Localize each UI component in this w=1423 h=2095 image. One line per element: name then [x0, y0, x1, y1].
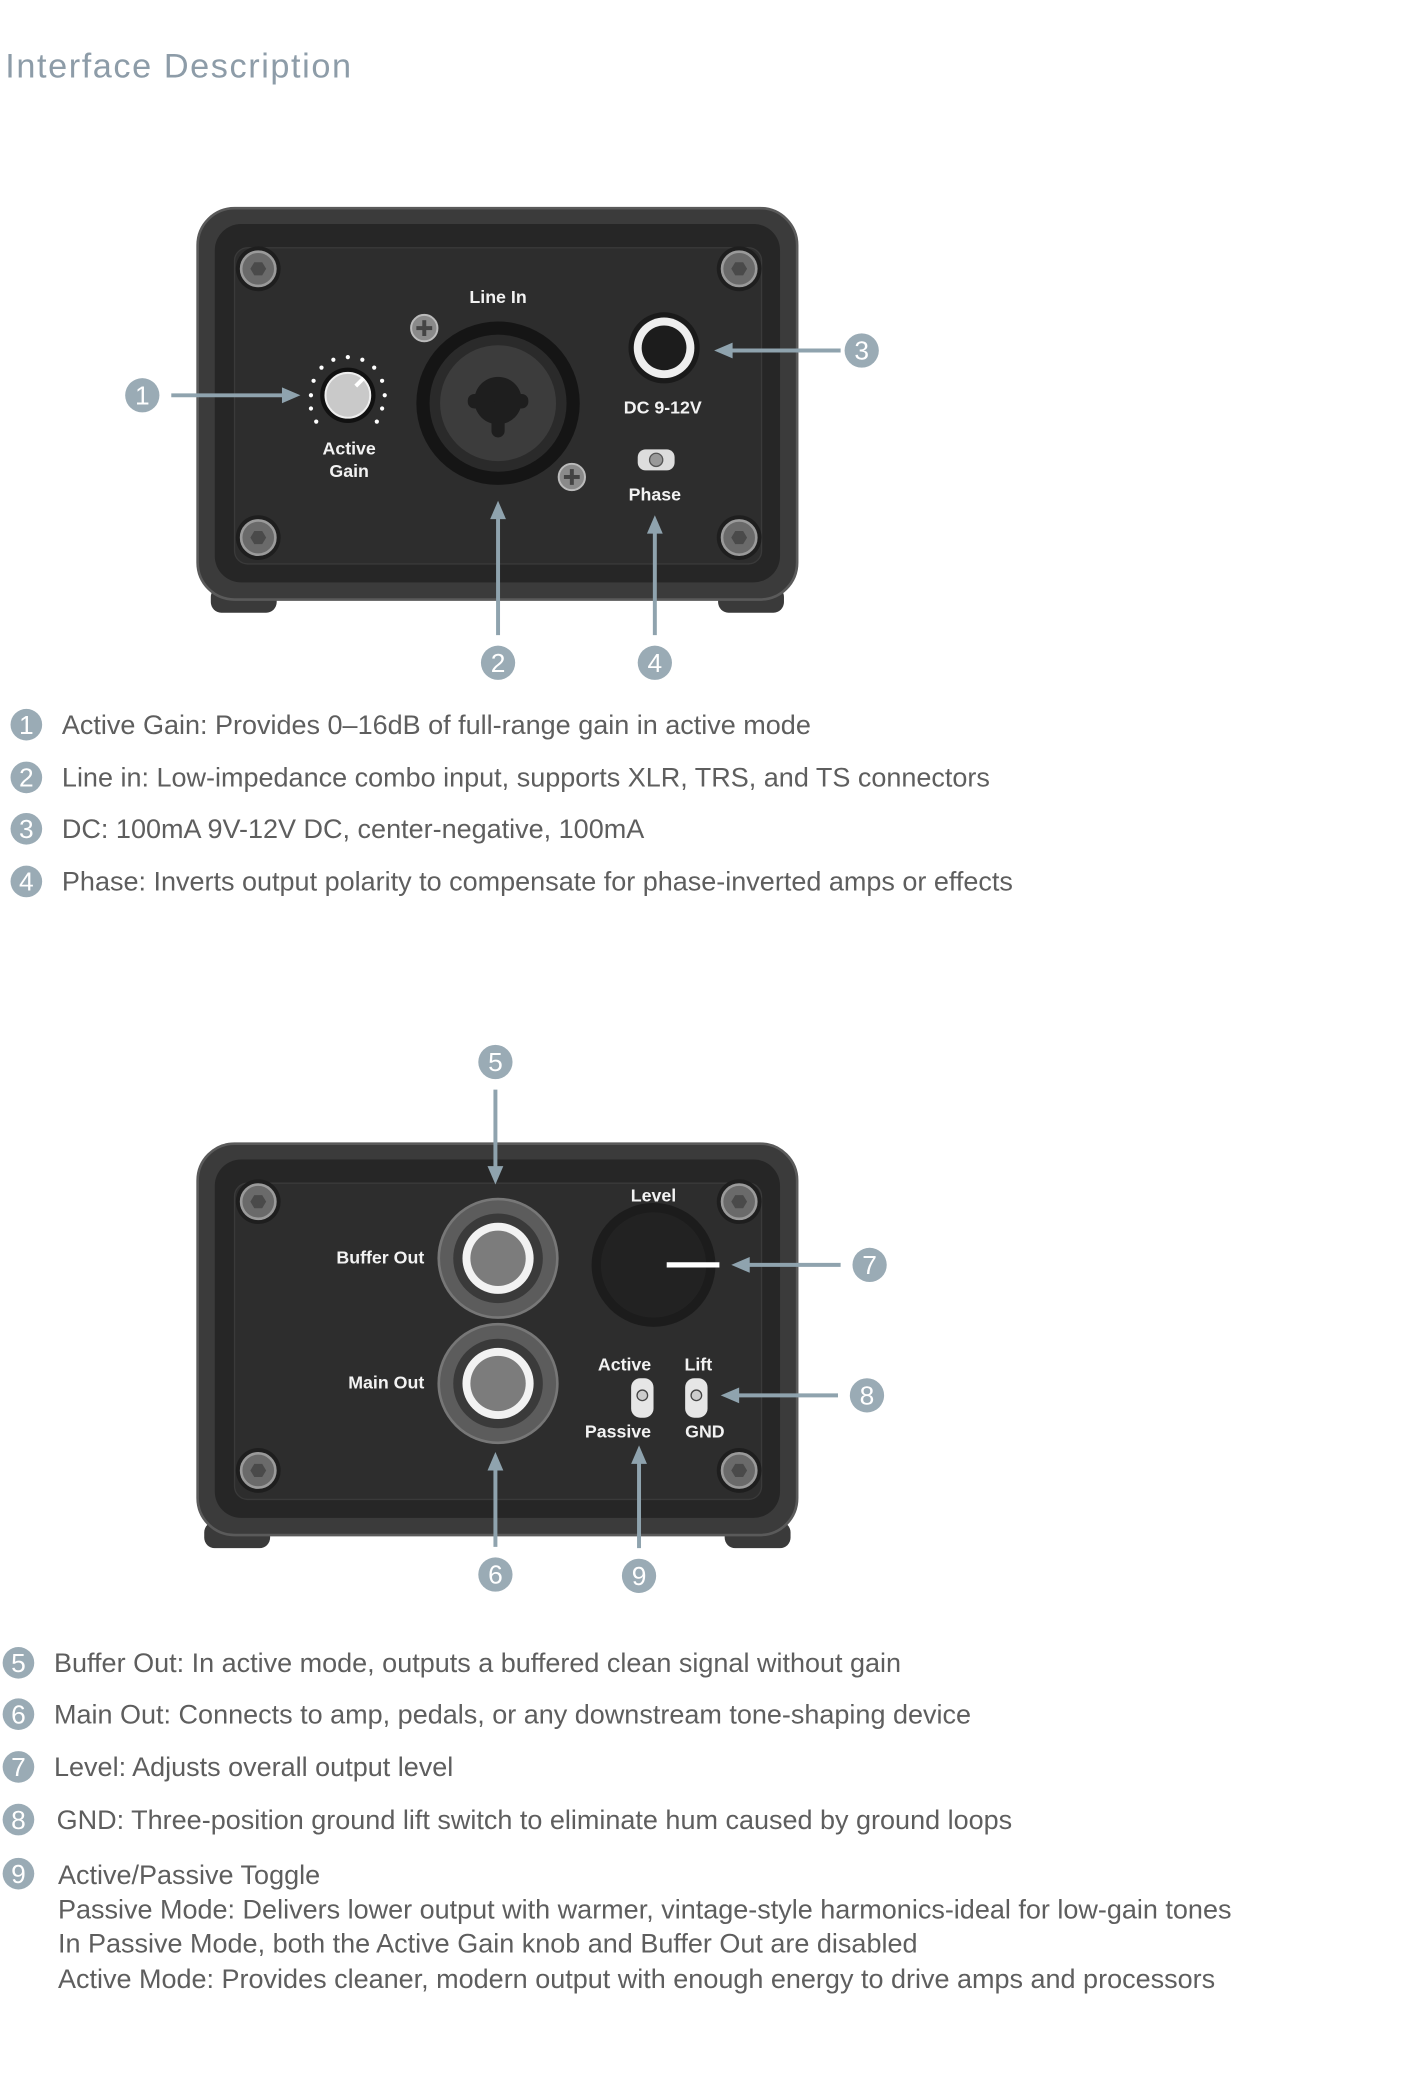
- level-knob[interactable]: [591, 1202, 720, 1327]
- svg-text:Line in: Low-impedance combo i: Line in: Low-impedance combo input, supp…: [62, 763, 990, 793]
- svg-text:DC: 100mA 9V-12V DC, center-ne: DC: 100mA 9V-12V DC, center-negative, 10…: [62, 814, 644, 844]
- list-item: 1 Active Gain: Provides 0–16dB of full-ra…: [10, 708, 811, 741]
- callout-7: 7: [731, 1247, 887, 1283]
- callout-9: 9: [621, 1445, 657, 1593]
- svg-text:9: 9: [11, 1859, 26, 1889]
- main-out-label: Main Out: [348, 1373, 424, 1393]
- svg-text:1: 1: [135, 381, 150, 411]
- svg-text:1: 1: [19, 710, 34, 740]
- svg-text:In Passive Mode, both the Acti: In Passive Mode, both the Active Gain kn…: [58, 1929, 918, 1959]
- list-item: 2 Line in: Low-impedance combo input, sup…: [10, 761, 990, 794]
- svg-text:Main Out: Connects to amp, ped: Main Out: Connects to amp, pedals, or an…: [54, 1699, 971, 1729]
- list-item: 6 Main Out: Connects to amp, pedals, or a…: [2, 1698, 971, 1731]
- screw-icon: [557, 462, 586, 492]
- ground-lift-switch[interactable]: [685, 1378, 708, 1418]
- back-description-list: 5 Buffer Out: In active mode, outputs a b…: [2, 1647, 1232, 1994]
- phase-label: Phase: [629, 485, 681, 505]
- svg-text:8: 8: [11, 1805, 26, 1835]
- svg-text:3: 3: [19, 814, 34, 844]
- active-passive-switch[interactable]: [631, 1378, 654, 1418]
- phase-switch[interactable]: [637, 449, 675, 471]
- svg-text:7: 7: [11, 1752, 26, 1782]
- callout-4: 4: [637, 515, 672, 680]
- svg-text:Phase: Inverts output polarity: Phase: Inverts output polarity to compen…: [62, 867, 1013, 897]
- active-label: Active: [322, 439, 375, 459]
- back-panel-device: Buffer Out Main Out Level Active Lift Pa…: [196, 1142, 799, 1549]
- buffer-out-label: Buffer Out: [336, 1248, 424, 1268]
- svg-text:7: 7: [862, 1250, 877, 1280]
- lift-label: Lift: [685, 1354, 713, 1374]
- screw-icon: [234, 1177, 282, 1226]
- screw-icon: [715, 1446, 763, 1495]
- svg-text:Level: Adjusts overall output: Level: Adjusts overall output level: [54, 1752, 453, 1782]
- svg-text:2: 2: [491, 648, 506, 678]
- front-description-list: 1 Active Gain: Provides 0–16dB of full-ra…: [10, 708, 1013, 898]
- screw-icon: [234, 513, 282, 562]
- svg-text:Active/Passive Toggle: Active/Passive Toggle: [58, 1860, 320, 1890]
- callout-8: 8: [720, 1378, 885, 1413]
- dc-jack[interactable]: [628, 312, 700, 384]
- list-item: 7 Level: Adjusts overall output level: [2, 1751, 453, 1783]
- list-item: 5 Buffer Out: In active mode, outputs a b…: [2, 1647, 901, 1679]
- page-title: Interface Description: [5, 48, 352, 86]
- list-item: 3 DC: 100mA 9V-12V DC, center-negative, 1…: [10, 812, 644, 845]
- list-item: 8 GND: Three-position ground lift switch …: [2, 1803, 1013, 1836]
- svg-text:2: 2: [19, 763, 34, 793]
- level-label: Level: [631, 1186, 676, 1206]
- svg-text:Active Gain: Provides 0–16dB o: Active Gain: Provides 0–16dB of full-ran…: [62, 710, 811, 740]
- svg-text:3: 3: [854, 336, 869, 366]
- screw-icon: [234, 1446, 282, 1495]
- main-out-jack[interactable]: [437, 1322, 559, 1445]
- svg-text:Passive Mode: Delivers lower o: Passive Mode: Delivers lower output with…: [58, 1894, 1232, 1924]
- buffer-out-jack[interactable]: [437, 1197, 559, 1319]
- svg-text:Active Mode: Provides cleaner,: Active Mode: Provides cleaner, modern ou…: [58, 1964, 1215, 1994]
- gnd-label: GND: [685, 1422, 725, 1442]
- callout-6: 6: [478, 1452, 513, 1592]
- xlr-combo-jack[interactable]: [416, 321, 580, 485]
- active-label: Active: [598, 1354, 651, 1374]
- front-panel-device: Line In Active Gain: [196, 206, 799, 613]
- svg-text:8: 8: [860, 1381, 875, 1411]
- svg-text:6: 6: [488, 1560, 503, 1590]
- svg-text:4: 4: [648, 648, 663, 678]
- screw-icon: [715, 513, 763, 562]
- list-item: 4 Phase: Inverts output polarity to compe…: [10, 865, 1013, 898]
- svg-text:4: 4: [19, 867, 34, 897]
- callout-2: 2: [480, 500, 516, 680]
- callout-1: 1: [125, 378, 301, 413]
- callout-5: 5: [478, 1044, 513, 1185]
- svg-text:Buffer Out: In active mode, ou: Buffer Out: In active mode, outputs a bu…: [54, 1648, 901, 1678]
- passive-label: Passive: [585, 1422, 651, 1442]
- line-in-label: Line In: [469, 287, 526, 307]
- list-item: 9 Active/Passive Toggle Passive Mode: De…: [2, 1857, 1232, 1994]
- screw-icon: [234, 245, 282, 293]
- active-gain-knob[interactable]: [308, 354, 387, 424]
- gain-label: Gain: [329, 461, 369, 481]
- svg-text:9: 9: [632, 1561, 647, 1591]
- svg-text:5: 5: [11, 1648, 26, 1678]
- callout-3: 3: [714, 333, 879, 368]
- screw-icon: [715, 1177, 763, 1226]
- svg-text:GND: Three-position ground lif: GND: Three-position ground lift switch t…: [57, 1805, 1013, 1835]
- screw-icon: [715, 245, 763, 293]
- screw-icon: [410, 313, 439, 343]
- svg-text:5: 5: [488, 1047, 503, 1077]
- svg-text:6: 6: [11, 1699, 26, 1729]
- dc-label: DC 9-12V: [624, 398, 702, 418]
